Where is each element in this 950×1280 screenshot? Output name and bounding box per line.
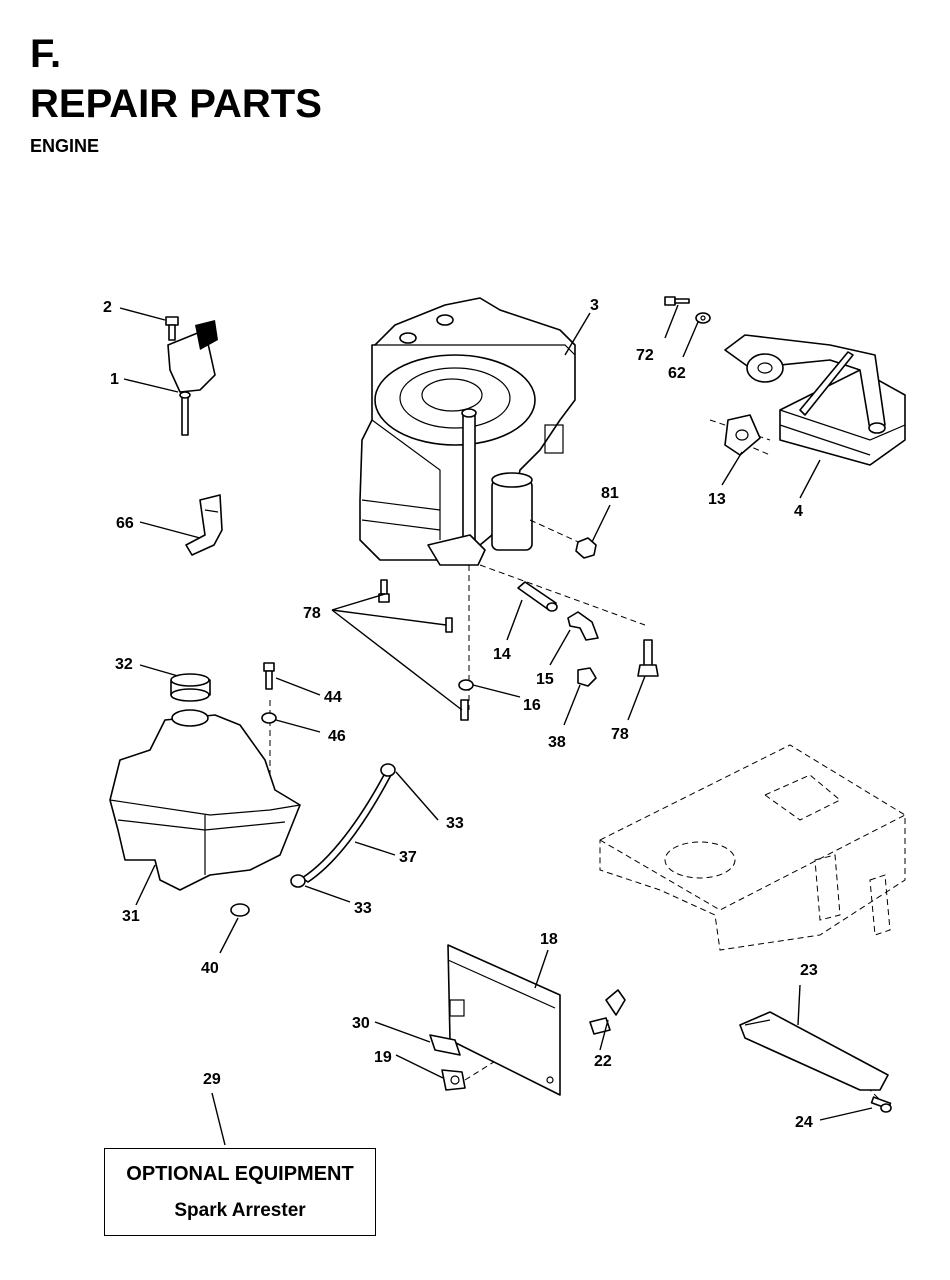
callout-81: 81 [601,485,619,502]
washer-part [695,312,711,324]
plug-part [429,1034,461,1056]
fuel-hose-part [301,772,392,883]
callout-78-left: 78 [303,605,321,622]
grommet-part [230,903,250,917]
optional-equipment-box: OPTIONAL EQUIPMENT Spark Arrester [104,1148,376,1236]
callout-72: 72 [636,347,654,364]
leader-lines [119,304,873,1146]
callout-23: 23 [800,962,818,979]
clip-part [441,1069,466,1091]
bolt-part [445,617,453,633]
callout-29: 29 [203,1071,221,1088]
callout-30: 30 [352,1015,370,1032]
callout-13: 13 [708,491,726,508]
page-subtitle: ENGINE [30,136,100,156]
engine-part [359,297,576,566]
callout-18: 18 [540,931,558,948]
spark-arrester-label: Spark Arrester [174,1200,306,1221]
callout-14: 14 [493,646,511,663]
spacer-part [517,581,558,612]
clamp-part [290,874,306,888]
throttle-control-part [167,320,218,436]
bolt-part [637,639,659,677]
nut-part [575,537,597,559]
callout-31: 31 [122,908,140,925]
gasket-part [724,414,761,456]
bolt-part [460,699,469,721]
callout-40: 40 [201,960,219,977]
clamp-part [380,763,396,777]
callout-78-right: 78 [611,726,629,743]
callout-33-top: 33 [446,815,464,832]
screw-part [870,1096,892,1113]
elbow-part [567,611,599,641]
bracket-part [185,494,223,556]
callout-38: 38 [548,734,566,751]
bolt-part [664,296,690,306]
frame-outline [599,744,906,951]
callout-66: 66 [116,515,134,532]
callout-62: 62 [668,365,686,382]
callout-15: 15 [536,671,554,688]
callout-16: 16 [523,697,541,714]
callout-4: 4 [794,503,803,520]
callout-22: 22 [594,1053,612,1070]
muffler-part [724,334,906,466]
optional-equipment-title: OPTIONAL EQUIPMENT [126,1163,354,1185]
callout-33-bottom: 33 [354,900,372,917]
heat-shield-part [447,944,561,1096]
deflector-part [739,1011,889,1091]
callout-24: 24 [795,1114,813,1131]
washer-part [458,679,474,691]
section-letter: F. [30,32,62,76]
callout-2: 2 [103,299,112,316]
callout-3: 3 [590,297,599,314]
nut-part [577,667,597,687]
fuel-cap-part [170,673,211,702]
bolt-part [378,579,390,603]
washer-part [261,712,277,724]
callout-1: 1 [110,371,119,388]
callout-32: 32 [115,656,133,673]
callout-44: 44 [324,689,342,706]
page-title: REPAIR PARTS [30,82,322,126]
screw-part [263,662,275,690]
callout-19: 19 [374,1049,392,1066]
fuel-tank-part [109,709,301,891]
callout-46: 46 [328,728,346,745]
bolt-part [589,989,626,1035]
screw-part [165,316,179,341]
callout-37: 37 [399,849,417,866]
